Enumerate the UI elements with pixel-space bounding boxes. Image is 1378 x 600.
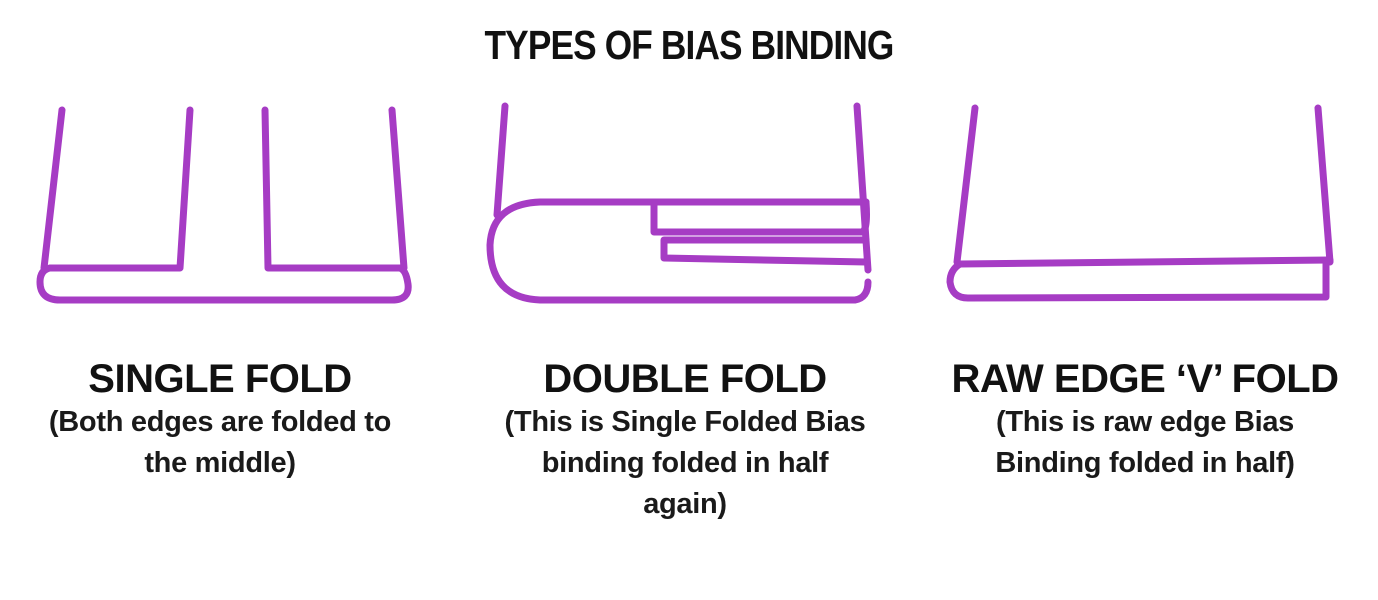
double-fold-description-line-3: again)	[643, 488, 727, 520]
double-fold-description-line-1: (This is Single Folded Bias	[504, 406, 866, 438]
raw-edge-v-fold-description-line-2: Binding folded in half)	[995, 447, 1295, 479]
single-fold-label: SINGLE FOLD (Both edges are folded to th…	[20, 356, 420, 484]
double-fold-label: DOUBLE FOLD (This is Single Folded Bias …	[480, 356, 890, 525]
raw-edge-v-fold-illustration	[946, 104, 1334, 302]
double-fold-description-line-2: binding folded in half	[541, 447, 829, 479]
raw-edge-v-fold-label: RAW EDGE ‘V’ FOLD (This is raw edge Bias…	[935, 356, 1355, 484]
single-fold-description-line-2: the middle)	[144, 447, 296, 479]
bias-binding-drawings	[36, 102, 1334, 304]
double-fold-heading: DOUBLE FOLD	[543, 357, 827, 401]
single-fold-heading: SINGLE FOLD	[88, 357, 352, 401]
double-fold-illustration	[486, 102, 872, 304]
single-fold-illustration	[36, 106, 412, 304]
diagram-title: TYPES OF BIAS BINDING	[484, 22, 894, 68]
raw-edge-v-fold-description-line-1: (This is raw edge Bias	[996, 406, 1294, 438]
single-fold-description-line-1: (Both edges are folded to	[48, 406, 392, 438]
raw-edge-v-fold-heading: RAW EDGE ‘V’ FOLD	[951, 357, 1339, 401]
